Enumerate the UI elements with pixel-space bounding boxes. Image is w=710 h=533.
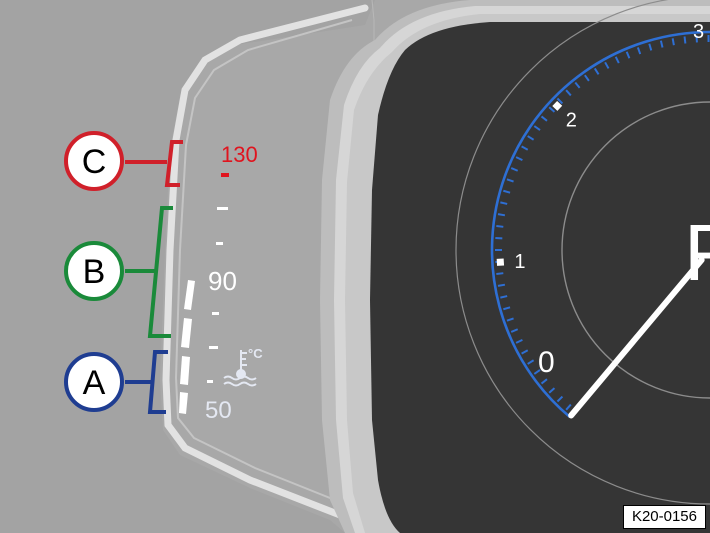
dial-needle bbox=[568, 256, 705, 419]
temperature-segment bbox=[181, 318, 192, 348]
callout-a-bracket bbox=[125, 350, 168, 414]
callout-c-letter: C bbox=[82, 143, 107, 181]
callout-b: B bbox=[64, 206, 173, 338]
dial-scale-tick bbox=[614, 56, 620, 64]
dial-major-tick-2 bbox=[552, 100, 563, 111]
dial-scale-tick bbox=[510, 167, 519, 172]
dial-scale-tick bbox=[593, 67, 600, 75]
temperature-gauge: 130 90 50 °C bbox=[179, 142, 263, 424]
dial-scale-arc bbox=[490, 30, 710, 418]
dial-scale-tick bbox=[683, 36, 687, 44]
dial-scale-tick bbox=[565, 403, 572, 411]
dial-scale-tick bbox=[497, 283, 506, 287]
dial-label-2: 2 bbox=[566, 110, 577, 132]
dial-scale-tick bbox=[625, 51, 631, 59]
dial-scale-ticks bbox=[495, 34, 710, 411]
inner-dial-ring bbox=[561, 101, 710, 399]
dial-scale-tick bbox=[515, 156, 523, 162]
temperature-label-low: 50 bbox=[205, 397, 232, 424]
callout-b-circle bbox=[64, 241, 124, 301]
dial-scale-tick bbox=[533, 125, 541, 131]
dial-scale-tick bbox=[496, 272, 504, 275]
dial-scale-tick bbox=[506, 317, 514, 322]
dial-scale-tick bbox=[584, 74, 590, 82]
outer-dial-ring bbox=[455, 0, 710, 505]
dial-scale-tick bbox=[548, 106, 556, 113]
dial-scale-tick bbox=[521, 145, 529, 151]
dial-scale-tick bbox=[527, 135, 535, 141]
dial-scale-tick bbox=[648, 43, 653, 51]
dial-scale-tick bbox=[503, 306, 511, 311]
display-screen bbox=[370, 22, 710, 533]
temperature-bar-segments bbox=[179, 280, 195, 414]
temperature-segment bbox=[180, 356, 190, 385]
callout-a-circle bbox=[64, 352, 124, 412]
temperature-segment bbox=[184, 280, 195, 310]
dial-scale-tick bbox=[500, 295, 508, 299]
dial-scale-tick bbox=[556, 97, 564, 105]
dial-scale-tick bbox=[521, 349, 529, 355]
dial-scale-tick bbox=[565, 89, 572, 97]
dial-scale-tick bbox=[527, 359, 535, 365]
callout-a: A bbox=[64, 350, 168, 414]
dial-scale-tick bbox=[540, 378, 548, 385]
callout-c-bracket bbox=[125, 140, 183, 187]
dial-label-0: 0 bbox=[538, 346, 555, 379]
dial-scale-tick bbox=[496, 225, 504, 228]
dial-scale-tick bbox=[548, 387, 556, 394]
temperature-mark bbox=[216, 242, 223, 245]
dial-scale-tick bbox=[497, 213, 506, 217]
display-character: P bbox=[684, 208, 710, 297]
temperature-mark bbox=[212, 312, 219, 315]
callout-c: C bbox=[64, 131, 183, 191]
dial-scale-tick bbox=[506, 178, 514, 183]
dial-scale-tick bbox=[636, 47, 642, 55]
temperature-unit: °C bbox=[248, 346, 263, 361]
temperature-mark bbox=[217, 207, 228, 210]
dial-major-tick-1 bbox=[496, 258, 505, 266]
temperature-mark bbox=[209, 346, 218, 349]
dial-scale-tick bbox=[515, 338, 523, 344]
dial-scale-tick bbox=[671, 38, 675, 46]
callout-b-bracket bbox=[125, 206, 173, 338]
dial-scale-tick bbox=[540, 115, 548, 122]
dial-scale-tick bbox=[574, 81, 581, 89]
dial-scale-tick bbox=[533, 369, 541, 375]
callout-b-letter: B bbox=[83, 253, 106, 291]
dial-scale-tick bbox=[503, 189, 511, 194]
temperature-mark-high bbox=[221, 173, 229, 177]
dial-scale-tick bbox=[556, 395, 564, 403]
dial-label-partial: 3 bbox=[693, 21, 704, 43]
temperature-label-mid: 90 bbox=[208, 266, 237, 296]
temperature-segment bbox=[179, 392, 188, 414]
callout-c-circle bbox=[64, 131, 124, 191]
coolant-temperature-icon bbox=[223, 350, 257, 387]
figure-reference: K20-0156 bbox=[622, 505, 706, 529]
dial-scale-tick bbox=[500, 201, 508, 205]
dial: 1 2 3 0 P bbox=[455, 0, 710, 505]
dial-scale-tick bbox=[510, 328, 519, 333]
dial-scale-tick bbox=[604, 61, 610, 69]
callout-a-letter: A bbox=[83, 364, 106, 402]
dial-scale-tick bbox=[659, 40, 664, 48]
temperature-label-high: 130 bbox=[221, 142, 258, 167]
temperature-mark bbox=[207, 380, 213, 383]
dial-label-1: 1 bbox=[514, 251, 525, 273]
